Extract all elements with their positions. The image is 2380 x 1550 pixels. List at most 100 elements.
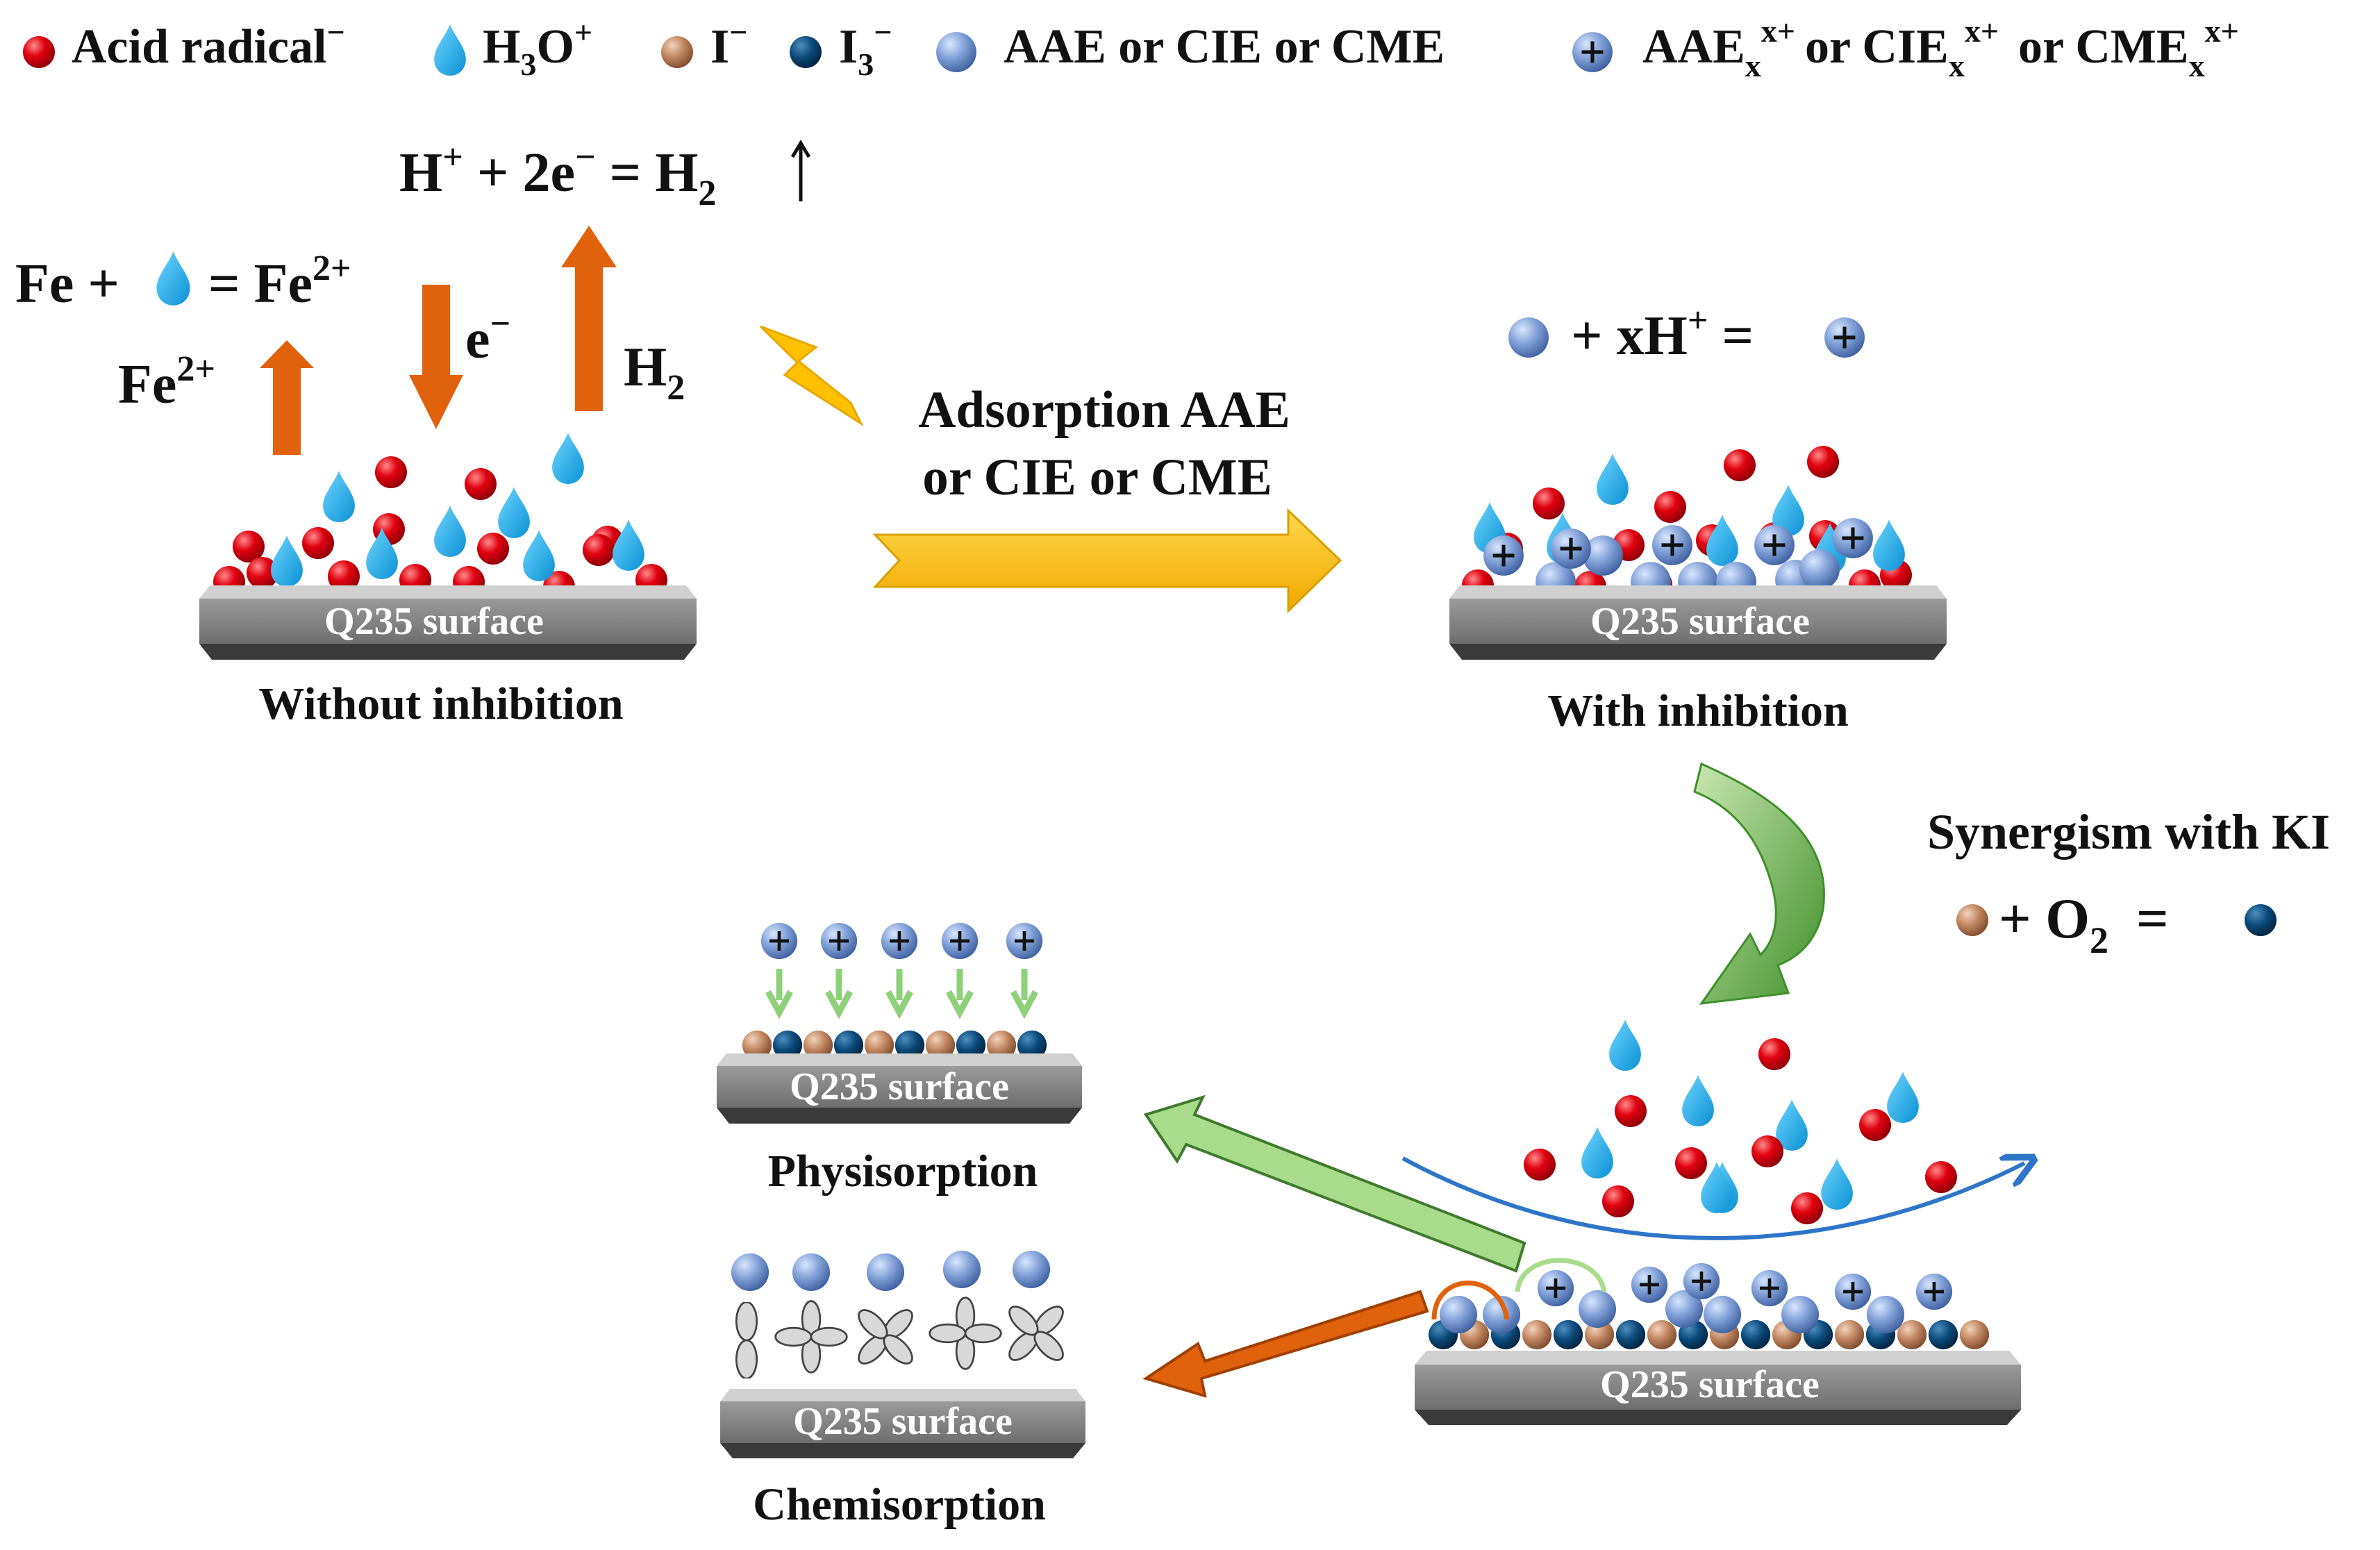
particles-bulk-solution [1524,1019,1957,1224]
chemisorption-panel: Q235 surface Chemisorption [720,1250,1085,1530]
adsorption-label-line2: or CIE or CME [922,449,1272,506]
extract-molecule [1866,1295,1905,1334]
electron-label: e [465,309,490,370]
extract-molecule-icon [1508,317,1549,358]
svg-text:H3O+: H3O+ [483,15,592,82]
without-inhibition-label: Without inhibition [258,678,623,729]
gas-up-arrow-icon [790,140,811,201]
acid-radical [1533,488,1565,519]
synergism-label: Synergism with KI [1927,804,2330,860]
q235-surface: Q235 surface [1415,1351,2021,1425]
h3o-drop [271,535,303,587]
legend-triiodide: I [839,20,858,74]
h3o-drop [552,433,584,484]
extract-molecule [792,1253,831,1292]
protonated-extract [942,923,978,959]
acid-radical [1602,1185,1634,1217]
protonated-extract [1833,518,1873,558]
acid-radical [477,533,509,565]
chemisorption-arrow [1142,1290,1429,1398]
lightning-icon [759,325,864,427]
protonation-equation: + xH+ = [1571,301,1754,367]
extract-molecule [1703,1295,1742,1334]
surface-label: Q235 surface [790,1065,1009,1108]
q235-surface: Q235 surface [717,1053,1082,1124]
orbital-icon [847,1299,924,1375]
iodide [1897,1319,1927,1350]
h3o-drop [1682,1075,1714,1126]
legend-h3o: H [483,20,520,74]
h3o-drop [434,506,466,557]
fe2-release-arrow [260,340,314,455]
acid-radical [1807,446,1839,478]
extract-molecule [1439,1295,1478,1334]
acid-radical [1791,1192,1823,1224]
orbital-icon [774,1300,848,1374]
h3o-drop [1581,1127,1613,1178]
q235-surface: Q235 surface [1449,585,1947,660]
protonated-extract [1683,1263,1720,1299]
electron-arrow [409,285,463,429]
acid-radical [1524,1149,1556,1181]
protonated-extract [881,923,917,959]
triiodide-icon [2245,904,2277,936]
synergism-curved-arrow [1693,762,1825,1005]
fe2-label: Fe [118,354,176,415]
triiodide [1928,1319,1958,1350]
synergistic-adsorption-panel: Q235 surface [1401,1019,2024,1425]
chemisorption-particles [731,1250,1074,1378]
particles-without-inhibition [213,433,667,603]
acid-radical [1758,1038,1790,1070]
extract-molecule [942,1250,981,1289]
acid-radical [1751,1135,1783,1167]
surface-label: Q235 surface [324,600,544,643]
acid-radical [1615,1095,1647,1127]
triiodide-icon [790,36,822,68]
solution-flow-arrow [1401,1158,2024,1240]
protonated-extract [1631,1267,1667,1303]
svg-text:I−: I− [710,15,747,74]
adsorption-down-arrow [825,969,853,1019]
q235-surface: Q235 surface [199,585,697,660]
extract-molecule [1799,549,1840,590]
protonated-extract [821,923,857,959]
acid-radical [1654,491,1686,523]
physisorption-particles [742,923,1047,1060]
acid-radical [1925,1161,1957,1193]
adsorption-arrow-group: Adsorption AAE or CIE or CME [872,381,1342,614]
legend-protonated-cme: or CME [2018,20,2189,74]
iodide [1522,1319,1552,1350]
h2-label: H [624,337,667,398]
acid-radical [583,534,615,566]
protonated-extract [1538,1270,1574,1306]
physisorption-bond-icon [1515,1258,1607,1292]
h3o-drop [1609,1019,1641,1071]
particles-with-inhibition [1462,446,1912,603]
extract-molecule [731,1253,769,1292]
protonated-extract [1551,528,1591,569]
protonated-extract [1751,1270,1788,1306]
extract-molecule [1781,1295,1820,1334]
adsorption-down-arrow [885,969,913,1019]
legend-protonated-aae: AAE [1642,20,1745,74]
acid-radical [302,527,334,559]
extract-molecule [866,1253,905,1292]
triiodide [1615,1319,1646,1350]
adsorption-down-arrow [765,969,793,1019]
protonated-extract [1652,525,1692,565]
iodide [1834,1319,1865,1350]
protonated-extract [1835,1274,1871,1310]
svg-text:e−: e− [465,304,510,370]
orbital-icon [735,1302,758,1378]
acid-radical [375,456,407,488]
acid-radical [1724,449,1756,481]
extract-molecule [1012,1250,1051,1289]
svg-text:H2: H2 [624,337,685,408]
adsorbed-layer [1428,1263,1990,1350]
iodide [1959,1319,1990,1350]
h3o-drop-icon [434,24,466,76]
extract-molecule-icon [936,32,976,72]
legend-extract: AAE or CIE or CME [1004,20,1445,74]
svg-text:= Fe2+: = Fe2+ [208,249,351,315]
